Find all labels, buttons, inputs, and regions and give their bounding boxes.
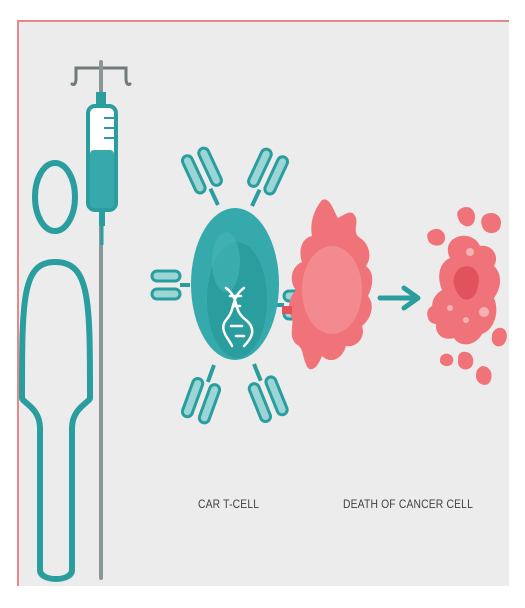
- fragmented-cancer-cell-icon: [427, 207, 507, 385]
- car-t-cell-icon: [152, 147, 304, 425]
- person-outline-icon: [22, 163, 90, 579]
- car-t-cell-label: CAR T-CELL: [198, 497, 259, 511]
- death-of-cancer-cell-label: DEATH OF CANCER CELL: [343, 497, 473, 511]
- cancer-cell-icon: [282, 199, 372, 369]
- iv-drip-bag-icon: [72, 62, 130, 578]
- arrow-right-icon: [380, 288, 418, 308]
